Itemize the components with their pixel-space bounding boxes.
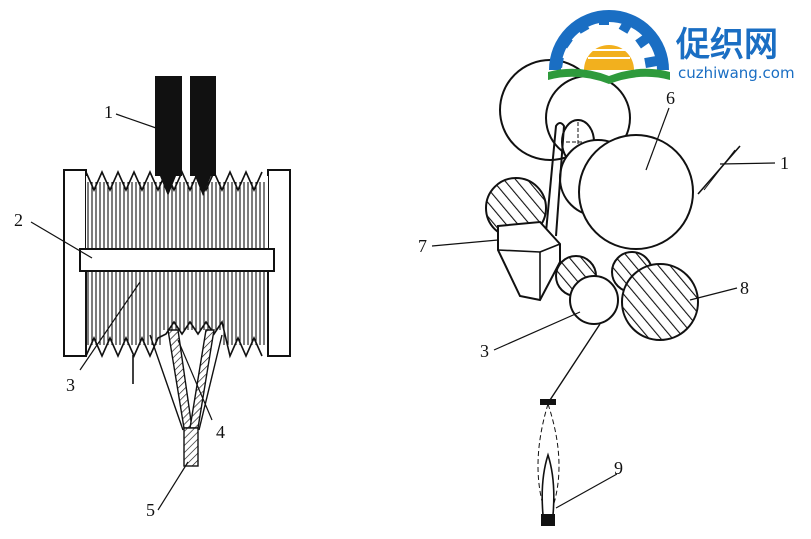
leader-1 (115, 113, 157, 129)
label-r3: 3 (480, 341, 489, 361)
lower-zigzag-edge (85, 320, 263, 359)
upper-zigzag-edge (85, 170, 263, 192)
pin-right (190, 76, 216, 176)
converging-yarn (149, 329, 223, 431)
spindle-bobbin (541, 452, 555, 516)
roller-8 (621, 263, 699, 341)
logo-name: 促织网 (675, 25, 778, 65)
label-2: 2 (14, 210, 23, 230)
leader-r3 (493, 311, 581, 351)
leader-2 (30, 221, 93, 259)
pin-right-tip (195, 176, 211, 196)
right-diagram (431, 59, 776, 526)
label-6: 6 (666, 88, 675, 108)
yarn-line (549, 323, 601, 401)
lower-ribs (87, 272, 265, 345)
gear-icon (549, 10, 669, 71)
label-8: 8 (740, 278, 749, 298)
label-1: 1 (104, 102, 113, 122)
spindle-top (540, 399, 556, 405)
leader-7 (431, 239, 499, 247)
label-7: 7 (418, 236, 427, 256)
leader-5 (157, 461, 189, 511)
sun-icon (584, 41, 634, 70)
spindle-base (541, 514, 555, 526)
label-5: 5 (146, 500, 155, 520)
roller-3 (569, 275, 619, 325)
left-diagram (30, 76, 291, 511)
book-icon (548, 68, 670, 84)
leader-8 (689, 287, 738, 301)
left-labels: 1 2 3 4 5 (14, 102, 225, 520)
pin-left (155, 76, 182, 176)
fiber-r1b (703, 149, 736, 191)
leader-4 (177, 339, 213, 421)
label-r1: 1 (780, 153, 789, 173)
output-yarn (183, 427, 199, 467)
site-logo[interactable]: 促织网 cuzhiwang.com (548, 10, 795, 84)
right-labels: 6 1 7 8 3 9 (418, 88, 789, 478)
rod (545, 122, 566, 237)
roller-6 (578, 134, 694, 250)
label-4: 4 (216, 422, 225, 442)
central-bar (79, 248, 275, 272)
label-3: 3 (66, 375, 75, 395)
logo-domain: cuzhiwang.com (678, 64, 795, 82)
leader-3 (79, 281, 141, 371)
label-9: 9 (614, 458, 623, 478)
leader-r1 (719, 162, 776, 165)
leader-6 (645, 107, 670, 171)
leader-9 (555, 473, 618, 509)
block-7 (497, 220, 561, 302)
pin-left-tip (160, 176, 176, 196)
upper-ribs (87, 182, 265, 248)
upper-fiber-bundle (86, 176, 268, 248)
